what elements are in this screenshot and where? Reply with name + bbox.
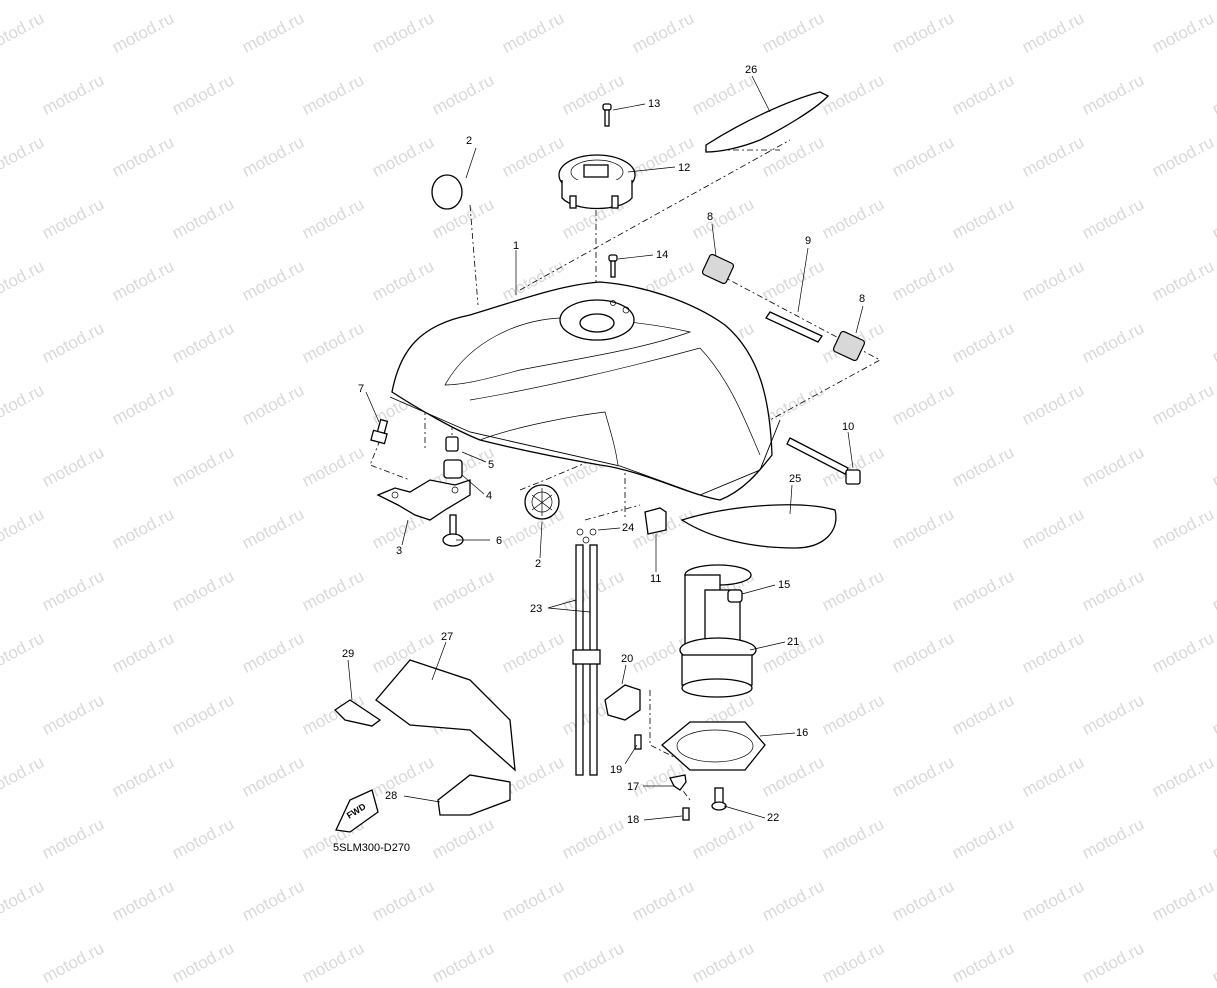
callout-24: 24 [622, 522, 635, 534]
callout-14: 14 [656, 249, 669, 261]
cover-part-25 [680, 504, 837, 549]
callout-13: 13 [648, 98, 661, 110]
pipe-part-9 [765, 311, 823, 343]
callout-26: 26 [745, 64, 758, 76]
diagram-drawing [333, 75, 881, 833]
callout-7: 7 [358, 383, 365, 395]
holder-part-20 [604, 684, 641, 721]
callout-11: 11 [650, 573, 662, 585]
plate-part-16 [661, 721, 766, 771]
fuel-pump-part-21 [679, 564, 757, 698]
callout-29: 29 [342, 648, 355, 660]
callout-9: 9 [805, 235, 812, 247]
bolt-part-22 [711, 787, 727, 811]
watermark-text: motod.ru [948, 938, 1017, 987]
bolt-part-14 [608, 254, 618, 278]
drawing-code: 5SLM300-D270 [333, 842, 411, 854]
grommet-part-2-bottom [524, 484, 560, 520]
callout-25: 25 [789, 473, 802, 485]
fuel-tank-part-1 [389, 281, 781, 501]
callout-12: 12 [678, 162, 691, 174]
panel-part-29 [333, 699, 382, 727]
watermark-text: motod.ru [558, 938, 627, 987]
damper-part-4 [443, 459, 463, 479]
callout-8-right: 8 [859, 293, 866, 305]
clip-part-11 [644, 507, 667, 535]
watermark-text: motod.ru [1208, 938, 1217, 987]
callout-19: 19 [610, 764, 623, 776]
screw-part-18 [682, 807, 690, 821]
callout-16: 16 [796, 727, 809, 739]
panel-part-28 [437, 774, 511, 816]
callout-6: 6 [496, 535, 503, 547]
collar-part-5 [445, 436, 459, 452]
bracket-part-3 [376, 479, 471, 521]
callout-21: 21 [787, 636, 800, 648]
bolt-part-13 [602, 103, 612, 127]
fuel-tank-exploded-diagram: motod.ru motod.ru motod.ru motod.ru motod.ru… [0, 9, 1217, 987]
bolt-part-7 [370, 418, 389, 445]
callout-5: 5 [488, 459, 495, 471]
callout-18: 18 [627, 814, 640, 826]
watermark-text: motod.ru [818, 938, 887, 987]
callout-23: 23 [530, 603, 543, 615]
hoses-part-23 [572, 544, 601, 776]
fwd-arrow-icon [335, 789, 379, 833]
clamps-part-24 [576, 528, 597, 544]
cap-part-2-top [431, 174, 463, 210]
screw-part-19 [634, 734, 642, 750]
callout-20: 20 [621, 653, 634, 665]
callout-17: 17 [627, 781, 640, 793]
bolt-part-10 [786, 437, 861, 485]
callout-15: 15 [778, 579, 791, 591]
watermark-text: motod.ru [1078, 938, 1147, 987]
clip-part-17 [669, 774, 687, 791]
watermark-text: motod.ru [168, 938, 237, 987]
connector-part-15 [727, 589, 743, 603]
callout-27: 27 [441, 631, 454, 643]
callout-3: 3 [396, 545, 403, 557]
damper-part-8-left [701, 253, 735, 285]
callout-22: 22 [767, 812, 780, 824]
damper-part-8-right [832, 330, 866, 362]
watermark-text: motod.ru [688, 938, 757, 987]
callout-leaders [347, 75, 864, 821]
watermark-text: motod.ru [38, 938, 107, 987]
seal-part-26 [705, 91, 830, 153]
cap-assembly-part-12 [558, 154, 636, 210]
watermark-text: motod.ru [428, 938, 497, 987]
callout-2-bottom: 2 [535, 558, 542, 570]
bolt-part-6 [442, 514, 464, 547]
panel-part-27 [375, 659, 516, 772]
callout-4: 4 [486, 490, 493, 502]
callout-28: 28 [385, 790, 398, 802]
watermark-text: motod.ru [298, 938, 367, 987]
callout-10: 10 [842, 421, 855, 433]
callout-8-left: 8 [707, 211, 714, 223]
callout-1: 1 [513, 240, 520, 252]
callout-2-top: 2 [466, 135, 473, 147]
